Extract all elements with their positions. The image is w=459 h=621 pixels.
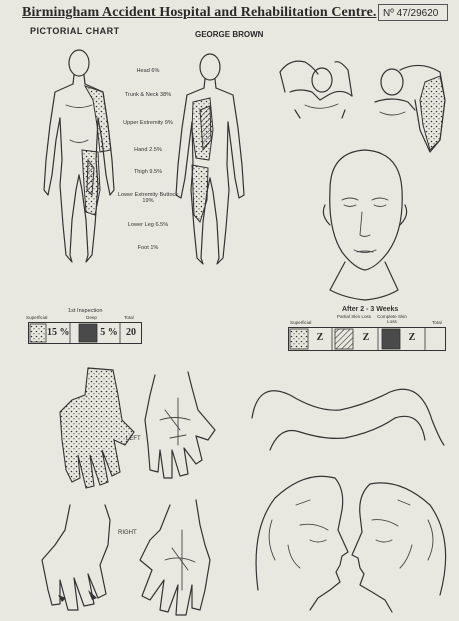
right-profile: [352, 483, 446, 612]
left-profile: [256, 476, 348, 610]
